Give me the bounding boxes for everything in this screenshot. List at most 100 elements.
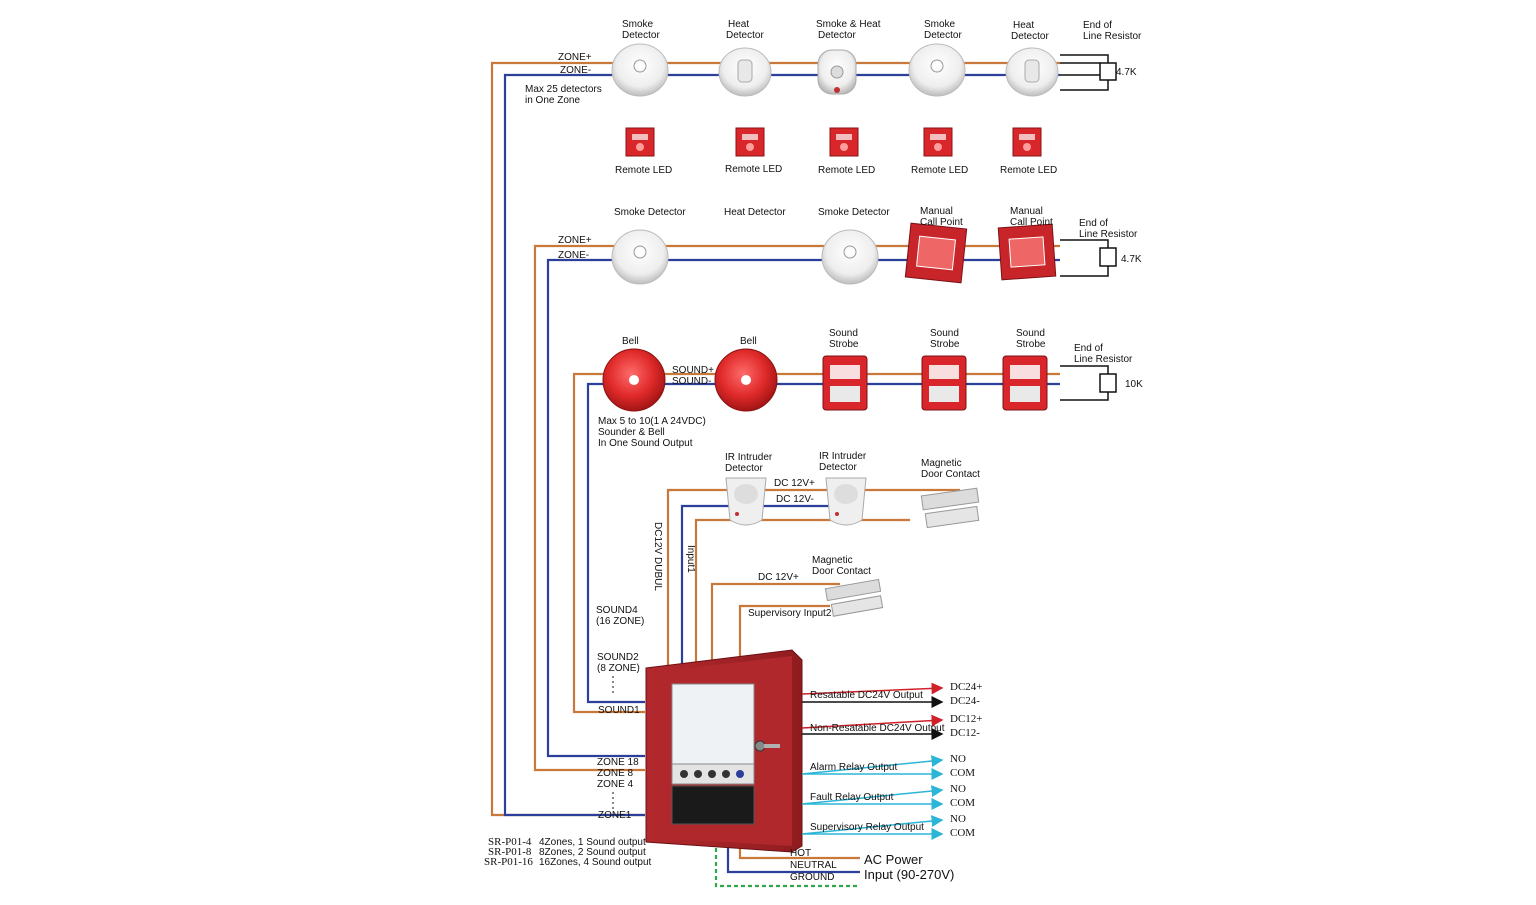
row2-device-5-label-line2: Call Point [1010, 217, 1053, 228]
smoke-detector-icon [611, 229, 669, 285]
row2-device-4-label-line2: Call Point [920, 217, 963, 228]
zone-row-2: ZONE+ ZONE- Smoke Detector Heat Detector… [558, 206, 1142, 285]
mag-1-label-line1: Magnetic [921, 458, 962, 469]
strobe-2-label-line1: Sound [930, 328, 959, 339]
sound-eol-label-line1: End of [1074, 343, 1103, 354]
fault-com-label: COM [950, 797, 975, 809]
remote-led-icon [625, 127, 655, 157]
zone2-minus-label: ZONE- [558, 250, 589, 261]
sound-row: Bell Bell SOUND+ SOUND- Max 5 to 10(1 A … [598, 328, 1143, 449]
outputs: Resatable DC24V Output DC24+ DC24- Non-R… [801, 681, 982, 840]
strobe-3-label-line2: Strobe [1016, 339, 1046, 350]
model-2-code: SR-P01-8 [488, 846, 532, 858]
dc12-minus-label: DC12- [950, 727, 980, 739]
row1-eol-label-line2: Line Resistor [1083, 31, 1142, 42]
supervisory-wire-plus [710, 582, 840, 668]
row2-resistor-value: 4.7K [1121, 254, 1142, 265]
sound4-label-line2: (16 ZONE) [596, 616, 644, 627]
dc24-plus-label: DC24+ [950, 681, 982, 693]
supervisory-com-label: COM [950, 827, 975, 839]
zone1-label: ZONE1 [598, 810, 632, 821]
sound-strobe-icon [1002, 355, 1048, 411]
mag-2-label-line2: Door Contact [812, 566, 871, 577]
power-title-line1: AC Power [864, 852, 923, 867]
zone2-plus-label: ZONE+ [558, 235, 592, 246]
row2-device-1-label: Smoke Detector [614, 207, 686, 218]
alarm-com-label: COM [950, 767, 975, 779]
input1-wire [694, 518, 910, 668]
supervisory-relay-label: Supervisory Relay Output [810, 822, 924, 833]
zone1-wire-minus [503, 73, 1060, 817]
row1-device-3-label-line2: Detector [818, 30, 856, 41]
supervisory-row: DC 12V+ Magnetic Door Contact Supervisor… [748, 555, 884, 619]
remote-led-icon [923, 127, 953, 157]
zone1-plus-label: ZONE+ [558, 52, 592, 63]
row1-device-2-label-line1: Heat [728, 19, 749, 30]
model-3-code: SR-P01-16 [484, 856, 533, 868]
power-ground-label: GROUND [790, 872, 834, 883]
magnetic-door-contact-icon [920, 487, 980, 529]
intruder-row: IR Intruder Detector IR Intruder Detecto… [652, 451, 980, 591]
row1-device-2-label-line2: Detector [726, 30, 764, 41]
row1-device-3-label-line1: Smoke & Heat [816, 19, 881, 30]
mag-1-label-line2: Door Contact [921, 469, 980, 480]
sound1-label: SOUND1 [598, 705, 640, 716]
power-hot-label: HOT [790, 848, 811, 859]
row2-device-5-label-line1: Manual [1010, 206, 1043, 217]
fault-relay-label: Fault Relay Output [810, 792, 894, 803]
smoke-detector-icon [611, 43, 669, 97]
row1-resistor-value: 4.7K [1116, 67, 1137, 78]
supervisory-no-label: NO [950, 813, 966, 825]
row1-device-5-label-line2: Detector [1011, 31, 1049, 42]
row1-device-4-label-line2: Detector [924, 30, 962, 41]
strobe-3-label-line1: Sound [1016, 328, 1045, 339]
ir-2-label-line2: Detector [819, 462, 857, 473]
sound-wire-plus [572, 372, 1060, 714]
alarm-relay-label: Alarm Relay Output [810, 762, 897, 773]
row1-device-1-label-line1: Smoke [622, 19, 654, 30]
sound-strobe-icon [822, 355, 868, 411]
row2-device-4-label-line1: Manual [920, 206, 953, 217]
zone1-minus-label: ZONE- [560, 65, 591, 76]
sound2-label-line2: (8 ZONE) [597, 663, 640, 674]
zone1-note-line2: in One Zone [525, 95, 580, 106]
row2-eol-label-line2: Line Resistor [1079, 229, 1138, 240]
heat-detector-icon [1005, 47, 1059, 97]
sound-minus-label: SOUND- [672, 376, 711, 387]
power-ground-wire [714, 848, 860, 888]
panel-display [671, 683, 755, 765]
sound4-label-line1: SOUND4 [596, 605, 638, 616]
power-neutral-wire [726, 848, 860, 874]
model-3-desc: 16Zones, 4 Sound output [539, 857, 652, 868]
remote-led-icon [1012, 127, 1042, 157]
ir-intruder-detector-icon [725, 477, 767, 526]
dc24-minus-label: DC24- [950, 695, 980, 707]
manual-call-point-icon [904, 222, 968, 284]
zone8-label: ZONE 8 [597, 768, 634, 779]
model-1-code: SR-P01-4 [488, 836, 532, 848]
heat-detector-icon [718, 47, 772, 97]
bell-1-label: Bell [622, 336, 639, 347]
supervisory-wire-input2 [738, 604, 830, 668]
input1-label: Input1 [685, 545, 696, 573]
resistor-icon [1060, 365, 1117, 401]
row1-device-5-label-line1: Heat [1013, 20, 1034, 31]
panel-terminal-labels: SOUND4 (16 ZONE) SOUND2 (8 ZONE) SOUND1 … [596, 605, 644, 821]
model-2-desc: 8Zones, 2 Sound output [539, 847, 646, 858]
zone18-label: ZONE 18 [597, 757, 639, 768]
model-1-desc: 4Zones, 1 Sound output [539, 837, 646, 848]
key-icon [754, 740, 780, 752]
sound-plus-label: SOUND+ [672, 365, 714, 376]
dc12v-dubul-label: DC12V DUBUL [652, 522, 663, 591]
alarm-no-label: NO [950, 753, 966, 765]
sound-eol-label-line2: Line Resistor [1074, 354, 1133, 365]
smoke-detector-icon [908, 43, 966, 97]
bell-icon [714, 348, 778, 412]
intruder-dc-plus-label: DC 12V+ [774, 478, 815, 489]
zone1-note-line1: Max 25 detectors [525, 84, 602, 95]
remote-led-label-5: Remote LED [1000, 165, 1057, 176]
resistor-icon [1060, 239, 1117, 277]
remote-led-icon [829, 127, 859, 157]
